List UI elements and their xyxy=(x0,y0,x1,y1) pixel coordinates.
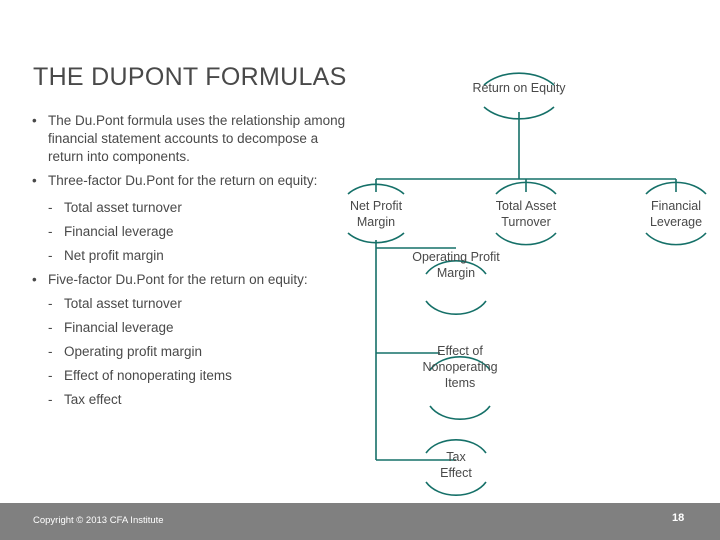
page-number: 18 xyxy=(672,512,685,524)
list-item-text: Financial leverage xyxy=(64,224,174,239)
list-item: - Net profit margin xyxy=(30,247,350,265)
bullet-marker: - xyxy=(48,296,53,311)
list-item-text: Total asset turnover xyxy=(64,200,182,215)
diagram-connectors xyxy=(347,72,707,497)
nonop-node-arc-top xyxy=(429,355,491,371)
list-item: - Total asset turnover xyxy=(30,199,350,217)
copyright-text: Copyright © 2013 CFA Institute xyxy=(33,515,164,526)
dupont-diagram: Return on Equity Net Profit Margin Total… xyxy=(340,40,720,500)
list-item: • The Du.Pont formula uses the relations… xyxy=(30,112,350,166)
node-label-line: Total Asset xyxy=(495,199,557,213)
bullet-marker: - xyxy=(48,248,53,263)
opm-node-arc-top xyxy=(425,259,487,275)
node-label-operating-profit-margin: Operating Profit Margin xyxy=(386,249,526,281)
bullet-marker: - xyxy=(48,344,53,359)
node-label-net-profit-margin: Net Profit Margin xyxy=(326,198,426,230)
roe-node-arc-top xyxy=(483,72,555,86)
node-label-total-asset-turnover: Total Asset Turnover xyxy=(476,198,576,230)
bullet-marker: • xyxy=(32,113,37,128)
node-label-line: Leverage xyxy=(649,215,703,229)
bullet-marker: - xyxy=(48,224,53,239)
tax-node-arc-top xyxy=(425,438,487,454)
opm-node-arc-bottom xyxy=(425,300,487,316)
list-item-text: Five-factor Du.Pont for the return on eq… xyxy=(48,272,308,287)
list-item-text: The Du.Pont formula uses the relationshi… xyxy=(48,113,346,164)
bullet-marker: - xyxy=(48,200,53,215)
list-item-text: Net profit margin xyxy=(64,248,164,263)
node-label-line: Tax xyxy=(446,450,466,464)
footer-bar xyxy=(0,503,720,540)
node-label-line: Nonoperating xyxy=(422,360,498,374)
list-item: - Tax effect xyxy=(30,391,350,409)
node-label-line: Net Profit xyxy=(349,199,403,213)
node-label-line: Effect xyxy=(440,466,472,480)
list-item-text: Operating profit margin xyxy=(64,344,203,359)
bullet-marker: • xyxy=(32,272,37,287)
node-label-line: Margin xyxy=(436,266,476,280)
tax-node-arc-bottom xyxy=(425,481,487,497)
list-item-text: Financial leverage xyxy=(64,320,174,335)
bullet-list: • The Du.Pont formula uses the relations… xyxy=(30,112,350,413)
bullet-marker: - xyxy=(48,368,53,383)
node-label-line: Items xyxy=(444,376,476,390)
node-label-line: Turnover xyxy=(501,215,551,229)
list-item-text: Total asset turnover xyxy=(64,296,182,311)
node-label-financial-leverage: Financial Leverage xyxy=(626,198,720,230)
tat-node-arc-bottom xyxy=(495,232,557,246)
list-item-text: Three-factor Du.Pont for the return on e… xyxy=(48,173,318,188)
tat-node-arc-top xyxy=(495,181,557,195)
list-item: • Five-factor Du.Pont for the return on … xyxy=(30,271,350,289)
list-item-text: Effect of nonoperating items xyxy=(64,368,232,383)
list-item: - Financial leverage xyxy=(30,223,350,241)
list-item: - Financial leverage xyxy=(30,319,350,337)
page-title: THE DUPONT FORMULAS xyxy=(33,63,347,91)
flev-node-arc-top xyxy=(645,181,707,195)
bullet-marker: • xyxy=(32,173,37,188)
node-label-line: Margin xyxy=(356,215,396,229)
node-label-roe: Return on Equity xyxy=(472,81,566,95)
nonop-node-arc-bottom xyxy=(429,405,491,421)
npm-node-arc-top xyxy=(347,183,405,195)
list-item: • Three-factor Du.Pont for the return on… xyxy=(30,172,350,190)
node-label-line: Financial xyxy=(650,199,702,213)
node-label-tax-effect: Tax Effect xyxy=(406,449,506,481)
list-item: - Operating profit margin xyxy=(30,343,350,361)
bullet-marker: - xyxy=(48,392,53,407)
bullet-marker: - xyxy=(48,320,53,335)
node-label-effect-nonoperating-items: Effect of Nonoperating Items xyxy=(390,343,530,391)
node-label-line: Effect of xyxy=(437,344,483,358)
list-item-text: Tax effect xyxy=(64,392,122,407)
flev-node-arc-bottom xyxy=(645,232,707,246)
node-label-line: Operating Profit xyxy=(412,250,500,264)
list-item: - Total asset turnover xyxy=(30,295,350,313)
list-item: - Effect of nonoperating items xyxy=(30,367,350,385)
